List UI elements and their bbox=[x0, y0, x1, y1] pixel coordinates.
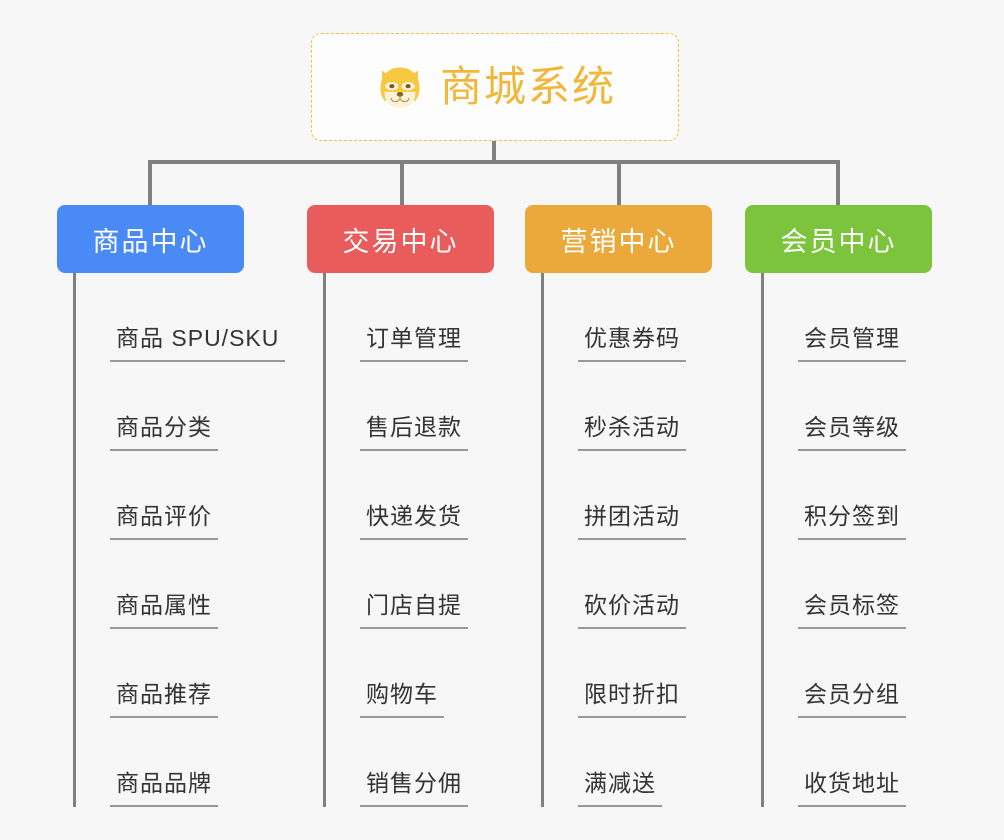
branch-header-2[interactable]: 交易中心 bbox=[307, 205, 494, 273]
leaf-node[interactable]: 门店自提 bbox=[326, 540, 494, 629]
branch-items-3: 优惠券码 秒杀活动 拼团活动 砍价活动 限时折扣 满减送 bbox=[541, 273, 712, 807]
leaf-node[interactable]: 拼团活动 bbox=[544, 451, 712, 540]
connector-drop-1 bbox=[148, 160, 152, 205]
leaf-node[interactable]: 商品评价 bbox=[76, 451, 285, 540]
leaf-label: 商品品牌 bbox=[110, 764, 218, 807]
leaf-label: 商品分类 bbox=[110, 408, 218, 451]
leaf-node[interactable]: 会员管理 bbox=[764, 273, 932, 362]
connector-root-stem bbox=[492, 141, 496, 163]
leaf-node[interactable]: 商品属性 bbox=[76, 540, 285, 629]
connector-drop-3 bbox=[617, 160, 621, 205]
branch-column-3: 营销中心 优惠券码 秒杀活动 拼团活动 砍价活动 限时折扣 满减送 bbox=[525, 205, 712, 807]
leaf-node[interactable]: 商品 SPU/SKU bbox=[76, 273, 286, 362]
leaf-node[interactable]: 购物车 bbox=[326, 629, 494, 718]
leaf-node[interactable]: 售后退款 bbox=[326, 362, 494, 451]
leaf-label: 订单管理 bbox=[360, 319, 468, 362]
leaf-label: 砍价活动 bbox=[578, 586, 686, 629]
branch-items-2: 订单管理 售后退款 快递发货 门店自提 购物车 销售分佣 bbox=[323, 273, 494, 807]
branch-header-4[interactable]: 会员中心 bbox=[745, 205, 932, 273]
leaf-node[interactable]: 销售分佣 bbox=[326, 718, 494, 807]
connector-drop-4 bbox=[836, 160, 840, 205]
leaf-node[interactable]: 会员标签 bbox=[764, 540, 932, 629]
leaf-node[interactable]: 订单管理 bbox=[326, 273, 494, 362]
leaf-node[interactable]: 商品推荐 bbox=[76, 629, 285, 718]
leaf-label: 售后退款 bbox=[360, 408, 468, 451]
leaf-node[interactable]: 商品分类 bbox=[76, 362, 285, 451]
leaf-label: 快递发货 bbox=[360, 497, 468, 540]
leaf-label: 优惠券码 bbox=[578, 319, 686, 362]
branch-column-1: 商品中心 商品 SPU/SKU 商品分类 商品评价 商品属性 商品推荐 商品品牌 bbox=[57, 205, 286, 807]
root-node[interactable]: 商城系统 bbox=[311, 33, 679, 141]
leaf-label: 积分签到 bbox=[798, 497, 906, 540]
leaf-label: 拼团活动 bbox=[578, 497, 686, 540]
leaf-node[interactable]: 砍价活动 bbox=[544, 540, 712, 629]
branch-column-4: 会员中心 会员管理 会员等级 积分签到 会员标签 会员分组 收货地址 bbox=[745, 205, 932, 807]
leaf-label: 购物车 bbox=[360, 675, 444, 718]
branch-header-1[interactable]: 商品中心 bbox=[57, 205, 244, 273]
leaf-label: 秒杀活动 bbox=[578, 408, 686, 451]
leaf-node[interactable]: 会员等级 bbox=[764, 362, 932, 451]
leaf-node[interactable]: 秒杀活动 bbox=[544, 362, 712, 451]
leaf-label: 销售分佣 bbox=[360, 764, 468, 807]
leaf-label: 限时折扣 bbox=[578, 675, 686, 718]
leaf-node[interactable]: 满减送 bbox=[544, 718, 712, 807]
leaf-node[interactable]: 优惠券码 bbox=[544, 273, 712, 362]
leaf-node[interactable]: 快递发货 bbox=[326, 451, 494, 540]
leaf-label: 商品属性 bbox=[110, 586, 218, 629]
leaf-node[interactable]: 限时折扣 bbox=[544, 629, 712, 718]
leaf-node[interactable]: 商品品牌 bbox=[76, 718, 285, 807]
leaf-label: 会员分组 bbox=[798, 675, 906, 718]
leaf-label: 门店自提 bbox=[360, 586, 468, 629]
leaf-node[interactable]: 收货地址 bbox=[764, 718, 932, 807]
connector-horizontal-bus bbox=[148, 160, 840, 164]
dog-face-icon bbox=[374, 61, 426, 113]
leaf-label: 收货地址 bbox=[798, 764, 906, 807]
leaf-node[interactable]: 会员分组 bbox=[764, 629, 932, 718]
root-title: 商城系统 bbox=[439, 63, 616, 110]
leaf-label: 会员管理 bbox=[798, 319, 906, 362]
branch-items-1: 商品 SPU/SKU 商品分类 商品评价 商品属性 商品推荐 商品品牌 bbox=[73, 273, 286, 807]
branch-header-3[interactable]: 营销中心 bbox=[525, 205, 712, 273]
connector-drop-2 bbox=[400, 160, 404, 205]
branch-items-4: 会员管理 会员等级 积分签到 会员标签 会员分组 收货地址 bbox=[761, 273, 932, 807]
branch-column-2: 交易中心 订单管理 售后退款 快递发货 门店自提 购物车 销售分佣 bbox=[307, 205, 494, 807]
leaf-label: 商品 SPU/SKU bbox=[110, 319, 286, 362]
leaf-label: 会员等级 bbox=[798, 408, 906, 451]
leaf-label: 商品推荐 bbox=[110, 675, 218, 718]
leaf-label: 满减送 bbox=[578, 764, 662, 807]
leaf-label: 商品评价 bbox=[110, 497, 218, 540]
leaf-node[interactable]: 积分签到 bbox=[764, 451, 932, 540]
leaf-label: 会员标签 bbox=[798, 586, 906, 629]
